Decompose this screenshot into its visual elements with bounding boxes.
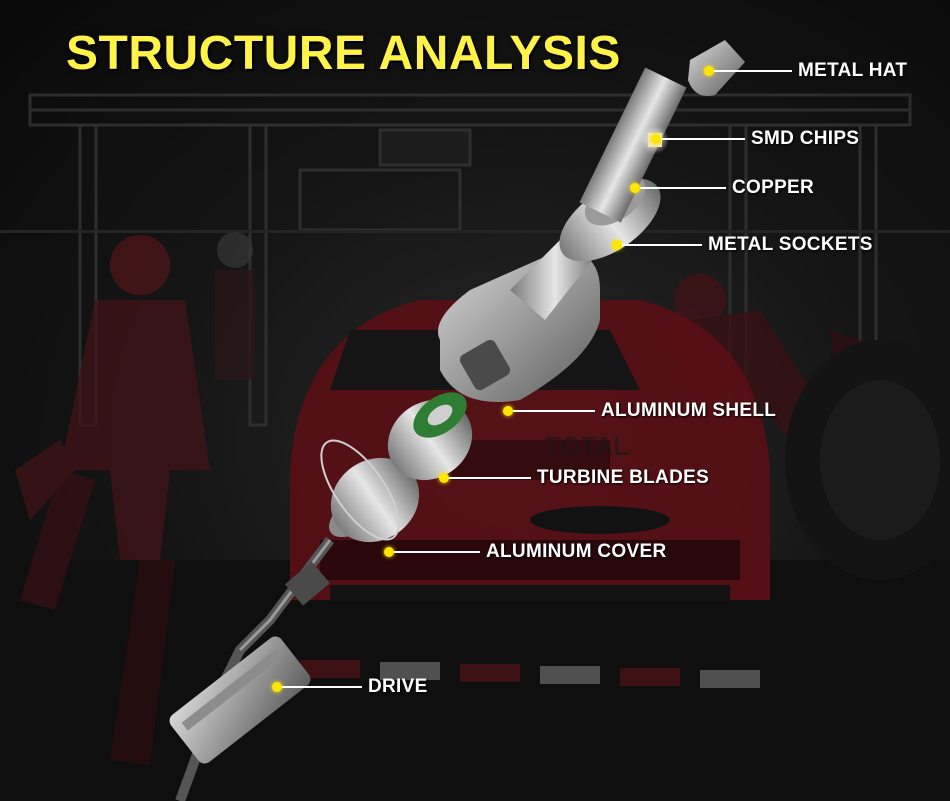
drive-box — [169, 636, 311, 764]
callout-label: METAL HAT — [798, 60, 908, 81]
callout-copper: COPPER — [630, 176, 814, 200]
metal-hat-part — [688, 40, 745, 96]
aluminum-cover-part — [320, 439, 420, 543]
pit-lane-stripes — [300, 660, 760, 688]
pit-crew-left — [15, 232, 255, 765]
callout-line — [640, 187, 726, 189]
callout-turbine-blades: TURBINE BLADES — [439, 466, 709, 490]
callout-label: DRIVE — [368, 676, 428, 697]
callout-label: SMD CHIPS — [751, 128, 860, 149]
callout-label: TURBINE BLADES — [537, 467, 710, 488]
callout-metal-hat: METAL HAT — [704, 59, 907, 83]
garage-structure — [28, 93, 912, 427]
callout-dot — [630, 183, 640, 193]
svg-text:TOTAL: TOTAL — [545, 431, 629, 461]
callout-label: ALUMINUM SHELL — [601, 400, 777, 421]
callout-line — [449, 477, 531, 479]
callout-line — [622, 244, 702, 246]
callout-dot — [704, 66, 714, 76]
callout-aluminum-cover: ALUMINUM COVER — [384, 540, 666, 564]
race-car: TOTAL — [290, 300, 770, 601]
callout-dot — [272, 682, 282, 692]
page-title: STRUCTURE ANALYSIS — [66, 27, 621, 80]
callout-dot — [384, 547, 394, 557]
callout-label: ALUMINUM COVER — [486, 541, 667, 562]
callout-dot — [439, 473, 449, 483]
callout-metal-sockets: METAL SOCKETS — [612, 233, 873, 257]
callout-dot — [503, 406, 513, 416]
turbine-part — [387, 392, 473, 481]
spare-tire — [785, 340, 950, 580]
exploded-bulb — [169, 40, 745, 801]
callout-label: METAL SOCKETS — [708, 234, 873, 255]
aluminum-shell-part — [438, 230, 600, 402]
callout-line — [714, 70, 792, 72]
callout-label: COPPER — [732, 177, 815, 198]
callout-line — [282, 686, 362, 688]
callout-dot — [651, 134, 661, 144]
callout-drive: DRIVE — [272, 675, 428, 699]
callout-line — [513, 410, 595, 412]
callout-line — [661, 138, 745, 140]
callout-line — [394, 551, 480, 553]
callout-aluminum-shell: ALUMINUM SHELL — [503, 399, 776, 423]
callout-smd-chips: SMD CHIPS — [651, 127, 859, 151]
callout-dot — [612, 240, 622, 250]
